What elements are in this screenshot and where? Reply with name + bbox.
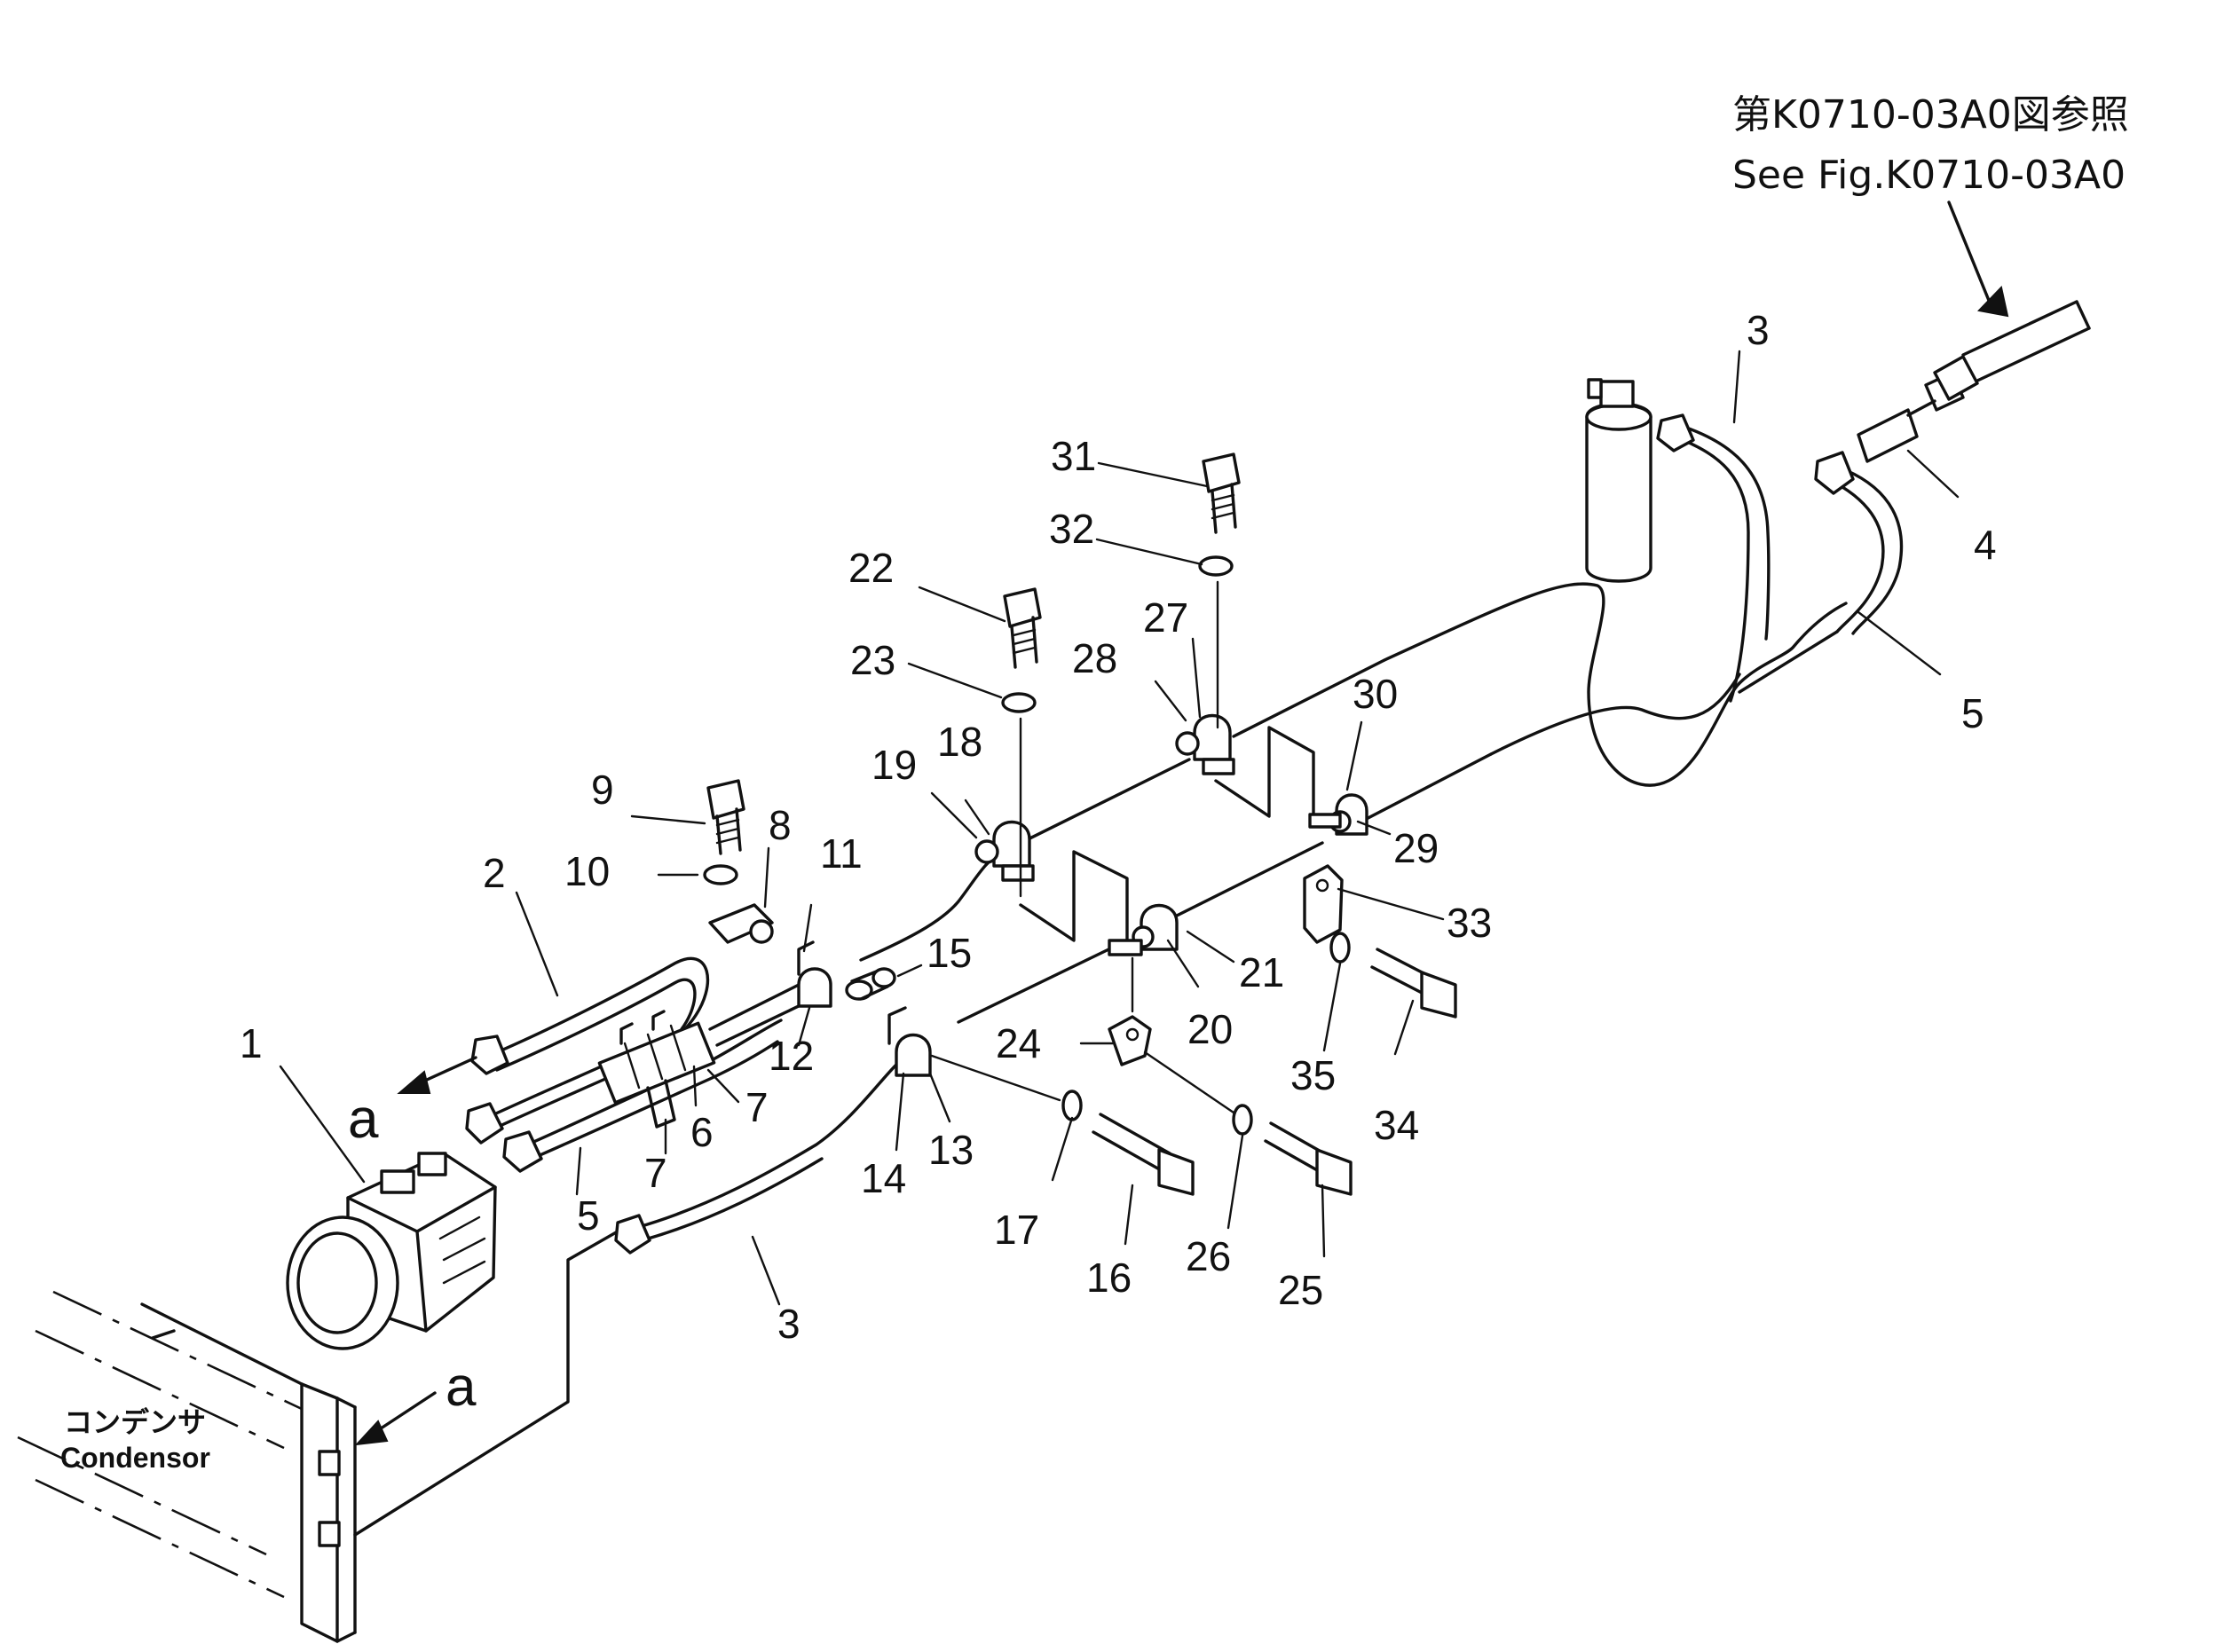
view-marker-top: a [348, 1089, 379, 1150]
part-label: 17 [994, 1207, 1039, 1253]
part-label: 7 [644, 1150, 667, 1196]
part-label: 27 [1143, 594, 1188, 641]
part-label: 21 [1239, 949, 1284, 995]
axis-line-16 [930, 1054, 1061, 1102]
part-label: 5 [1961, 690, 1984, 736]
condenser-label: コンデンサ Condensor [60, 1406, 210, 1474]
part-label: 15 [927, 930, 972, 976]
bracket-right [1214, 726, 1315, 818]
part-label: 32 [1049, 506, 1094, 552]
part-label: 3 [1747, 307, 1770, 353]
leader-lines [279, 350, 1960, 1306]
condenser-label-english: Condensor [60, 1442, 210, 1474]
clamp-13-14 [887, 1006, 932, 1077]
clamp-20-21 [1108, 903, 1179, 956]
condenser-hose [353, 1230, 619, 1537]
part-label: 31 [1051, 433, 1096, 479]
receiver-dryer [1585, 378, 1652, 583]
part-label: 1 [240, 1020, 263, 1066]
hose-3-upper [1656, 413, 1771, 703]
washer-17 [1061, 1090, 1083, 1121]
part-label: 35 [1290, 1052, 1336, 1098]
part-label: 19 [872, 742, 917, 788]
view-arrow-bottom: a [354, 1357, 477, 1446]
spacer-15 [845, 967, 896, 1001]
upper-hose-end [1933, 300, 2091, 401]
bolt-34 [1370, 948, 1457, 1019]
part-label: 30 [1353, 671, 1398, 717]
clamp-6-7 [597, 1010, 716, 1129]
part-label: 33 [1447, 900, 1492, 946]
washer-35 [1329, 932, 1351, 964]
clamp-18-19 [974, 820, 1035, 882]
washer-23 [1001, 692, 1037, 713]
part-label: 10 [564, 848, 610, 894]
reference-note-english: See Fig.K0710-03A0 [1732, 153, 2126, 198]
condenser-label-japanese: コンデンサ [64, 1406, 206, 1438]
reference-note: 第K0710-03A0図参照 See Fig.K0710-03A0 [1732, 92, 2129, 198]
part-label: 18 [937, 719, 982, 765]
axis-line-25 [1143, 1050, 1235, 1114]
part-label: 11 [820, 830, 863, 877]
pipe-main [708, 582, 1848, 1047]
bracket-8 [708, 903, 774, 944]
part-label: 4 [1974, 522, 1997, 568]
part-label: 5 [577, 1192, 600, 1239]
view-marker-bottom: a [446, 1357, 477, 1418]
part-label: 2 [483, 850, 506, 896]
part-label: 26 [1186, 1233, 1231, 1279]
part-label: 12 [769, 1033, 814, 1079]
part-label: 23 [850, 637, 895, 683]
part-label: 29 [1393, 825, 1439, 871]
part-label: 3 [777, 1301, 801, 1347]
part-label: 16 [1086, 1255, 1132, 1301]
reference-arrow [1947, 201, 2009, 318]
part-label: 25 [1278, 1267, 1323, 1313]
part-label: 7 [745, 1084, 769, 1130]
part-label: 14 [861, 1155, 906, 1201]
clamp-27-28 [1175, 713, 1235, 775]
hose-5-upper [1814, 451, 1904, 635]
part-label: 13 [928, 1127, 974, 1173]
part-label: 20 [1187, 1006, 1233, 1052]
bolt-31 [1202, 452, 1241, 534]
bracket-33 [1303, 864, 1344, 944]
part-label: 24 [996, 1020, 1041, 1066]
part-label: 8 [769, 802, 792, 848]
part-label: 6 [690, 1109, 714, 1155]
pipe-lower [614, 630, 1839, 1255]
part-label: 22 [848, 545, 894, 591]
part-label: 28 [1072, 635, 1117, 681]
view-arrow-top: a [348, 1056, 477, 1150]
washer-26 [1232, 1104, 1253, 1136]
bolt-22 [1003, 587, 1042, 669]
bolt-9 [706, 779, 745, 855]
bolt-16 [1092, 1113, 1195, 1196]
reference-note-japanese: 第K0710-03A0図参照 [1732, 92, 2129, 138]
compressor [286, 1152, 497, 1350]
part-labels: 1 2 3 3 4 5 5 6 7 7 8 9 10 11 12 13 14 1… [240, 307, 1997, 1347]
washer-32 [1198, 555, 1234, 577]
washer-10 [703, 864, 738, 885]
bracket-left [1019, 850, 1129, 942]
condenser [17, 1290, 357, 1643]
clamp-11-12 [797, 940, 832, 1008]
part-label: 9 [591, 767, 614, 813]
bracket-24 [1108, 1015, 1152, 1066]
bolt-25 [1264, 1121, 1353, 1196]
clamp-29-30 [1308, 793, 1368, 836]
part-label: 34 [1374, 1102, 1419, 1148]
